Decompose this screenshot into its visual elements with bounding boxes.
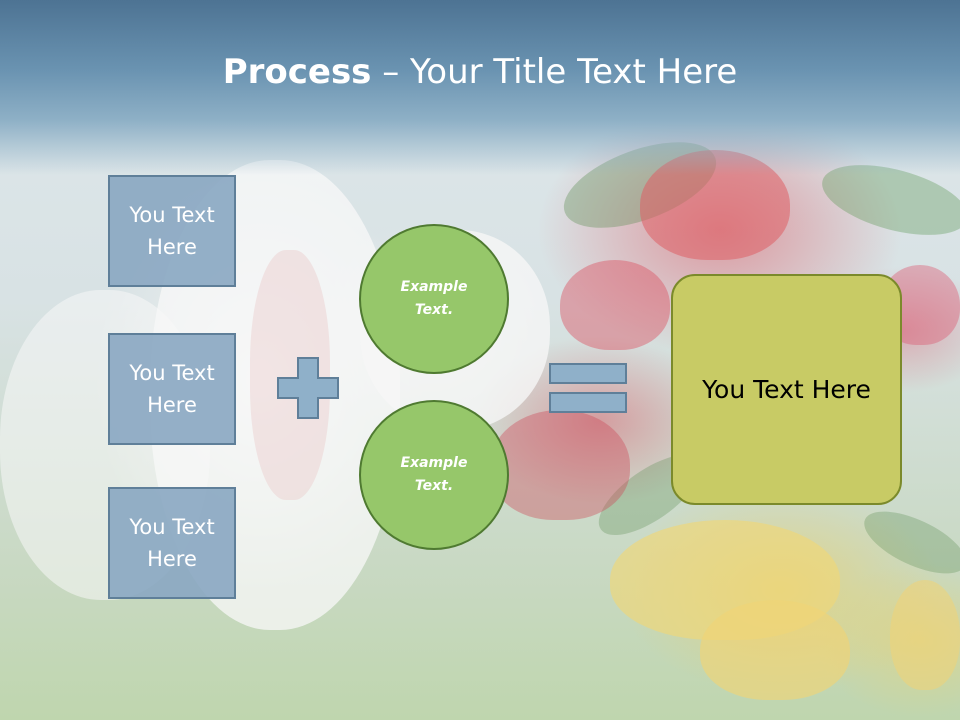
text-box-1: You Text Here [108, 175, 236, 287]
equals-bar-bottom [549, 392, 627, 413]
title-rest: – Your Title Text Here [371, 52, 738, 92]
circle-label: Example Text. [400, 455, 468, 494]
plus-icon [277, 357, 339, 419]
result-label: You Text Here [702, 375, 871, 404]
text-box-label: You Text Here [129, 515, 215, 571]
text-box-label: You Text Here [129, 361, 215, 417]
title-bold: Process [222, 52, 372, 92]
text-box-2: You Text Here [108, 333, 236, 445]
text-box-label: You Text Here [129, 203, 215, 259]
example-circle-1: Example Text. [359, 224, 509, 374]
equals-bar-top [549, 363, 627, 384]
page-title: Process – Your Title Text Here [0, 52, 960, 92]
text-box-3: You Text Here [108, 487, 236, 599]
example-circle-2: Example Text. [359, 400, 509, 550]
title-band [0, 0, 960, 175]
circle-label: Example Text. [400, 279, 468, 318]
result-box: You Text Here [671, 274, 902, 505]
